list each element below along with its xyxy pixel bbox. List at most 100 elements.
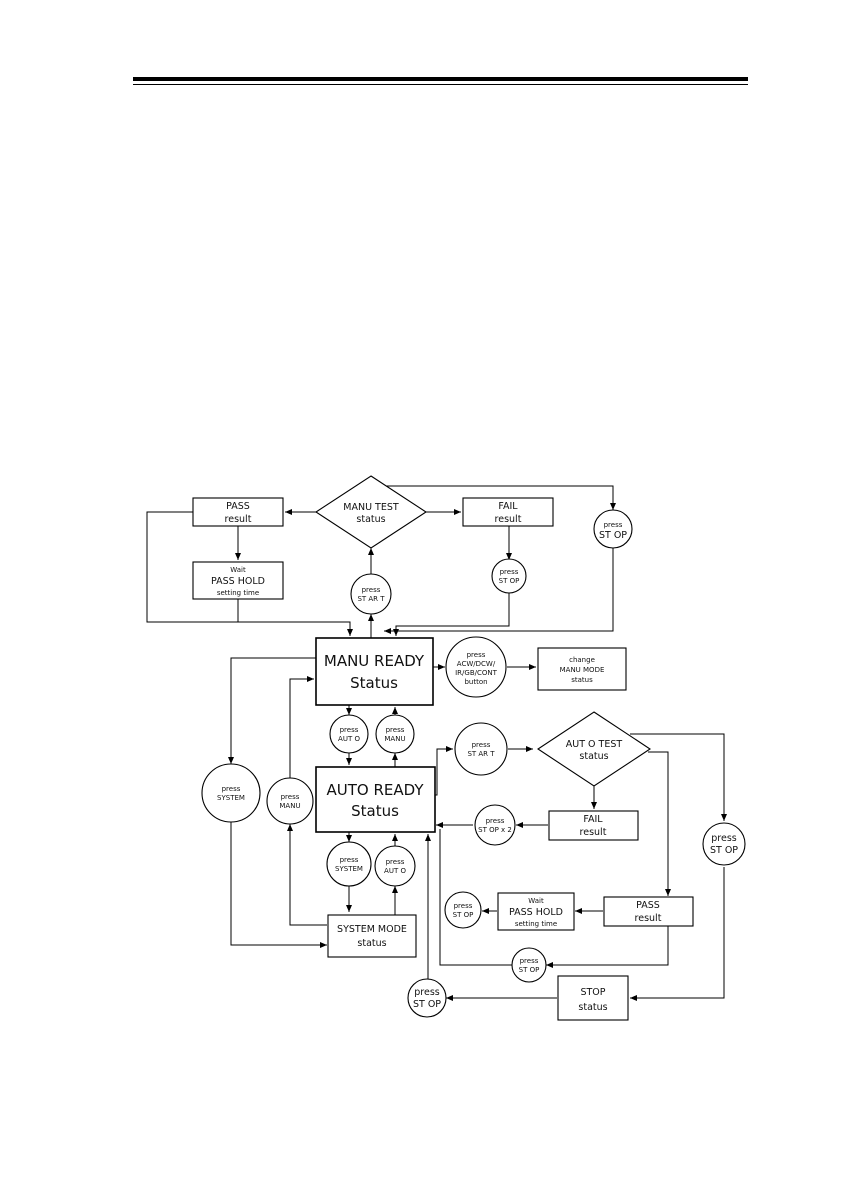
svg-text:status: status <box>571 676 593 684</box>
svg-text:button: button <box>464 678 487 686</box>
svg-text:ST OP: ST OP <box>519 966 540 974</box>
node-wait-pass-hold-top: Wait PASS HOLD setting time <box>192 561 284 600</box>
node-system-mode-status: SYSTEM MODE status <box>327 914 417 958</box>
svg-text:press: press <box>340 726 359 734</box>
svg-text:PASS HOLD: PASS HOLD <box>211 576 265 587</box>
node-pass-result-auto: PASS result <box>603 896 694 927</box>
svg-text:press: press <box>454 902 473 910</box>
svg-text:change: change <box>569 656 595 664</box>
node-press-manu-left: press MANU <box>266 777 314 825</box>
svg-text:ST OP: ST OP <box>499 577 520 585</box>
node-pass-result-top: PASS result <box>192 497 284 527</box>
svg-text:Status: Status <box>351 802 399 820</box>
connectors <box>146 485 727 1001</box>
node-press-manu-upper: press MANU <box>375 714 415 754</box>
svg-text:status: status <box>356 514 385 525</box>
svg-text:PASS: PASS <box>636 900 660 911</box>
edge-pass-left-to-manuready <box>146 511 353 636</box>
svg-text:ST OP: ST OP <box>710 845 738 856</box>
svg-text:Wait: Wait <box>230 566 246 574</box>
node-fail-result-top: FAIL result <box>462 497 554 527</box>
svg-text:press: press <box>500 568 519 576</box>
svg-text:press: press <box>362 586 381 594</box>
svg-text:FAIL: FAIL <box>583 814 603 825</box>
svg-text:press: press <box>340 856 359 864</box>
node-press-stop-pass-bottom: press ST OP <box>511 947 547 983</box>
node-press-auto-lower: press AUT O <box>374 845 416 887</box>
node-fail-result-auto: FAIL result <box>548 810 639 841</box>
svg-text:result: result <box>635 913 662 924</box>
node-wait-pass-hold-auto: Wait PASS HOLD setting time <box>497 892 575 931</box>
node-press-stop-top-right: press ST OP <box>593 509 633 549</box>
svg-text:press: press <box>604 521 623 529</box>
svg-text:IR/GB/CONT: IR/GB/CONT <box>455 669 498 677</box>
svg-text:press: press <box>222 785 241 793</box>
svg-text:status: status <box>579 751 608 762</box>
svg-text:AUT O TEST: AUT O TEST <box>566 739 623 750</box>
svg-text:setting time: setting time <box>515 920 557 928</box>
edge-stopright-to-stopstatus <box>630 867 725 1001</box>
edge-manutest-to-stop-right <box>371 485 616 510</box>
svg-text:press: press <box>520 957 539 965</box>
svg-text:MANU READY: MANU READY <box>324 652 425 670</box>
svg-text:press: press <box>486 817 505 825</box>
svg-text:press: press <box>386 726 405 734</box>
edge-systemmode-to-pressmanu-left <box>287 824 327 926</box>
svg-text:result: result <box>580 827 607 838</box>
header-rule-thick <box>133 77 748 81</box>
svg-text:Wait: Wait <box>528 897 544 905</box>
edge-pressmanu-left-to-manuready <box>289 676 314 778</box>
svg-text:setting time: setting time <box>217 589 259 597</box>
svg-text:press: press <box>414 987 440 998</box>
node-press-start-top: press ST AR T <box>350 573 392 615</box>
node-press-system-left: press SYSTEM <box>201 763 261 823</box>
svg-text:MANU: MANU <box>384 735 405 743</box>
svg-text:press: press <box>386 858 405 866</box>
svg-text:FAIL: FAIL <box>498 501 518 512</box>
edge-stopfail-to-manuready <box>393 592 510 636</box>
svg-text:result: result <box>495 514 522 525</box>
svg-text:SYSTEM MODE: SYSTEM MODE <box>337 924 407 935</box>
svg-text:AUT O: AUT O <box>384 867 406 875</box>
edge-pressstop-pass-to-autoready <box>439 829 512 966</box>
svg-text:press: press <box>467 651 486 659</box>
node-auto-test-status: AUT O TEST status <box>537 711 651 787</box>
node-press-stop-right: press ST OP <box>702 822 746 866</box>
node-press-system-lower: press SYSTEM <box>326 841 372 887</box>
svg-text:ST OP: ST OP <box>413 999 441 1010</box>
node-press-stop-fail-top: press ST OP <box>491 558 527 594</box>
edge-autotest-to-pass <box>648 751 671 896</box>
svg-text:press: press <box>281 793 300 801</box>
svg-text:AUT O: AUT O <box>338 735 360 743</box>
edge-stopright-to-manuready <box>384 546 614 634</box>
svg-text:ST OP: ST OP <box>599 530 627 541</box>
svg-text:status: status <box>357 938 386 949</box>
svg-text:MANU TEST: MANU TEST <box>343 502 399 513</box>
svg-text:SYSTEM: SYSTEM <box>217 794 245 802</box>
svg-text:PASS HOLD: PASS HOLD <box>509 907 563 918</box>
node-press-stop-x2: press ST OP x 2 <box>474 804 516 846</box>
edge-manuready-to-presssystem <box>228 657 316 764</box>
svg-text:status: status <box>578 1002 607 1013</box>
svg-text:ST AR T: ST AR T <box>467 750 495 758</box>
node-press-auto-upper: press AUT O <box>329 714 369 754</box>
node-manu-ready-status: MANU READY Status <box>315 637 434 706</box>
node-press-acw-dcw-button: press ACW/DCW/ IR/GB/CONT button <box>445 636 507 698</box>
node-manu-test-status: MANU TEST status <box>314 475 428 549</box>
svg-text:result: result <box>225 514 252 525</box>
edge-presssystem-to-systemmode <box>230 822 327 948</box>
svg-text:PASS: PASS <box>226 501 250 512</box>
svg-text:press: press <box>711 833 737 844</box>
svg-text:ST OP: ST OP <box>453 911 474 919</box>
svg-text:ST AR T: ST AR T <box>357 595 385 603</box>
svg-text:ST OP x 2: ST OP x 2 <box>478 826 512 834</box>
node-change-manu-mode-status: change MANU MODE status <box>537 647 627 691</box>
edge-autoready-to-pressstart <box>435 746 453 796</box>
node-auto-ready-status: AUTO READY Status <box>315 766 436 833</box>
edge-pass-to-pressstop-bottom <box>546 926 669 968</box>
svg-text:SYSTEM: SYSTEM <box>335 865 363 873</box>
svg-text:ACW/DCW/: ACW/DCW/ <box>457 660 496 668</box>
node-stop-status: STOP status <box>557 975 629 1021</box>
header-rule-thin <box>133 84 748 85</box>
